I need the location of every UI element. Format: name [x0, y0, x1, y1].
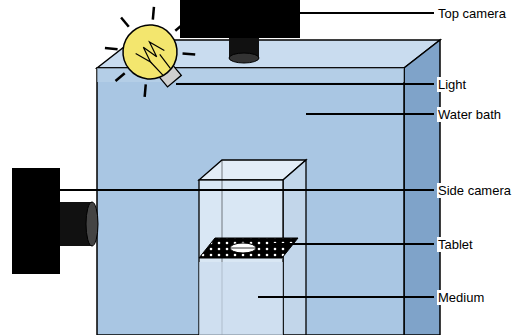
medium-vessel [199, 160, 306, 335]
light-bulb [87, 0, 209, 110]
water-bath [97, 40, 440, 335]
top-camera [180, 0, 300, 63]
side-camera [12, 168, 98, 274]
bath-label: Water bath [437, 107, 502, 122]
tablet-mesh [199, 238, 298, 258]
leader-lines [60, 13, 434, 297]
camera-label: Side camera [437, 183, 512, 198]
medium-label: Medium [437, 290, 485, 305]
camera-label: Top camera [437, 6, 507, 21]
light-label: Light [437, 77, 467, 92]
tablet-label: Tablet [437, 237, 474, 252]
